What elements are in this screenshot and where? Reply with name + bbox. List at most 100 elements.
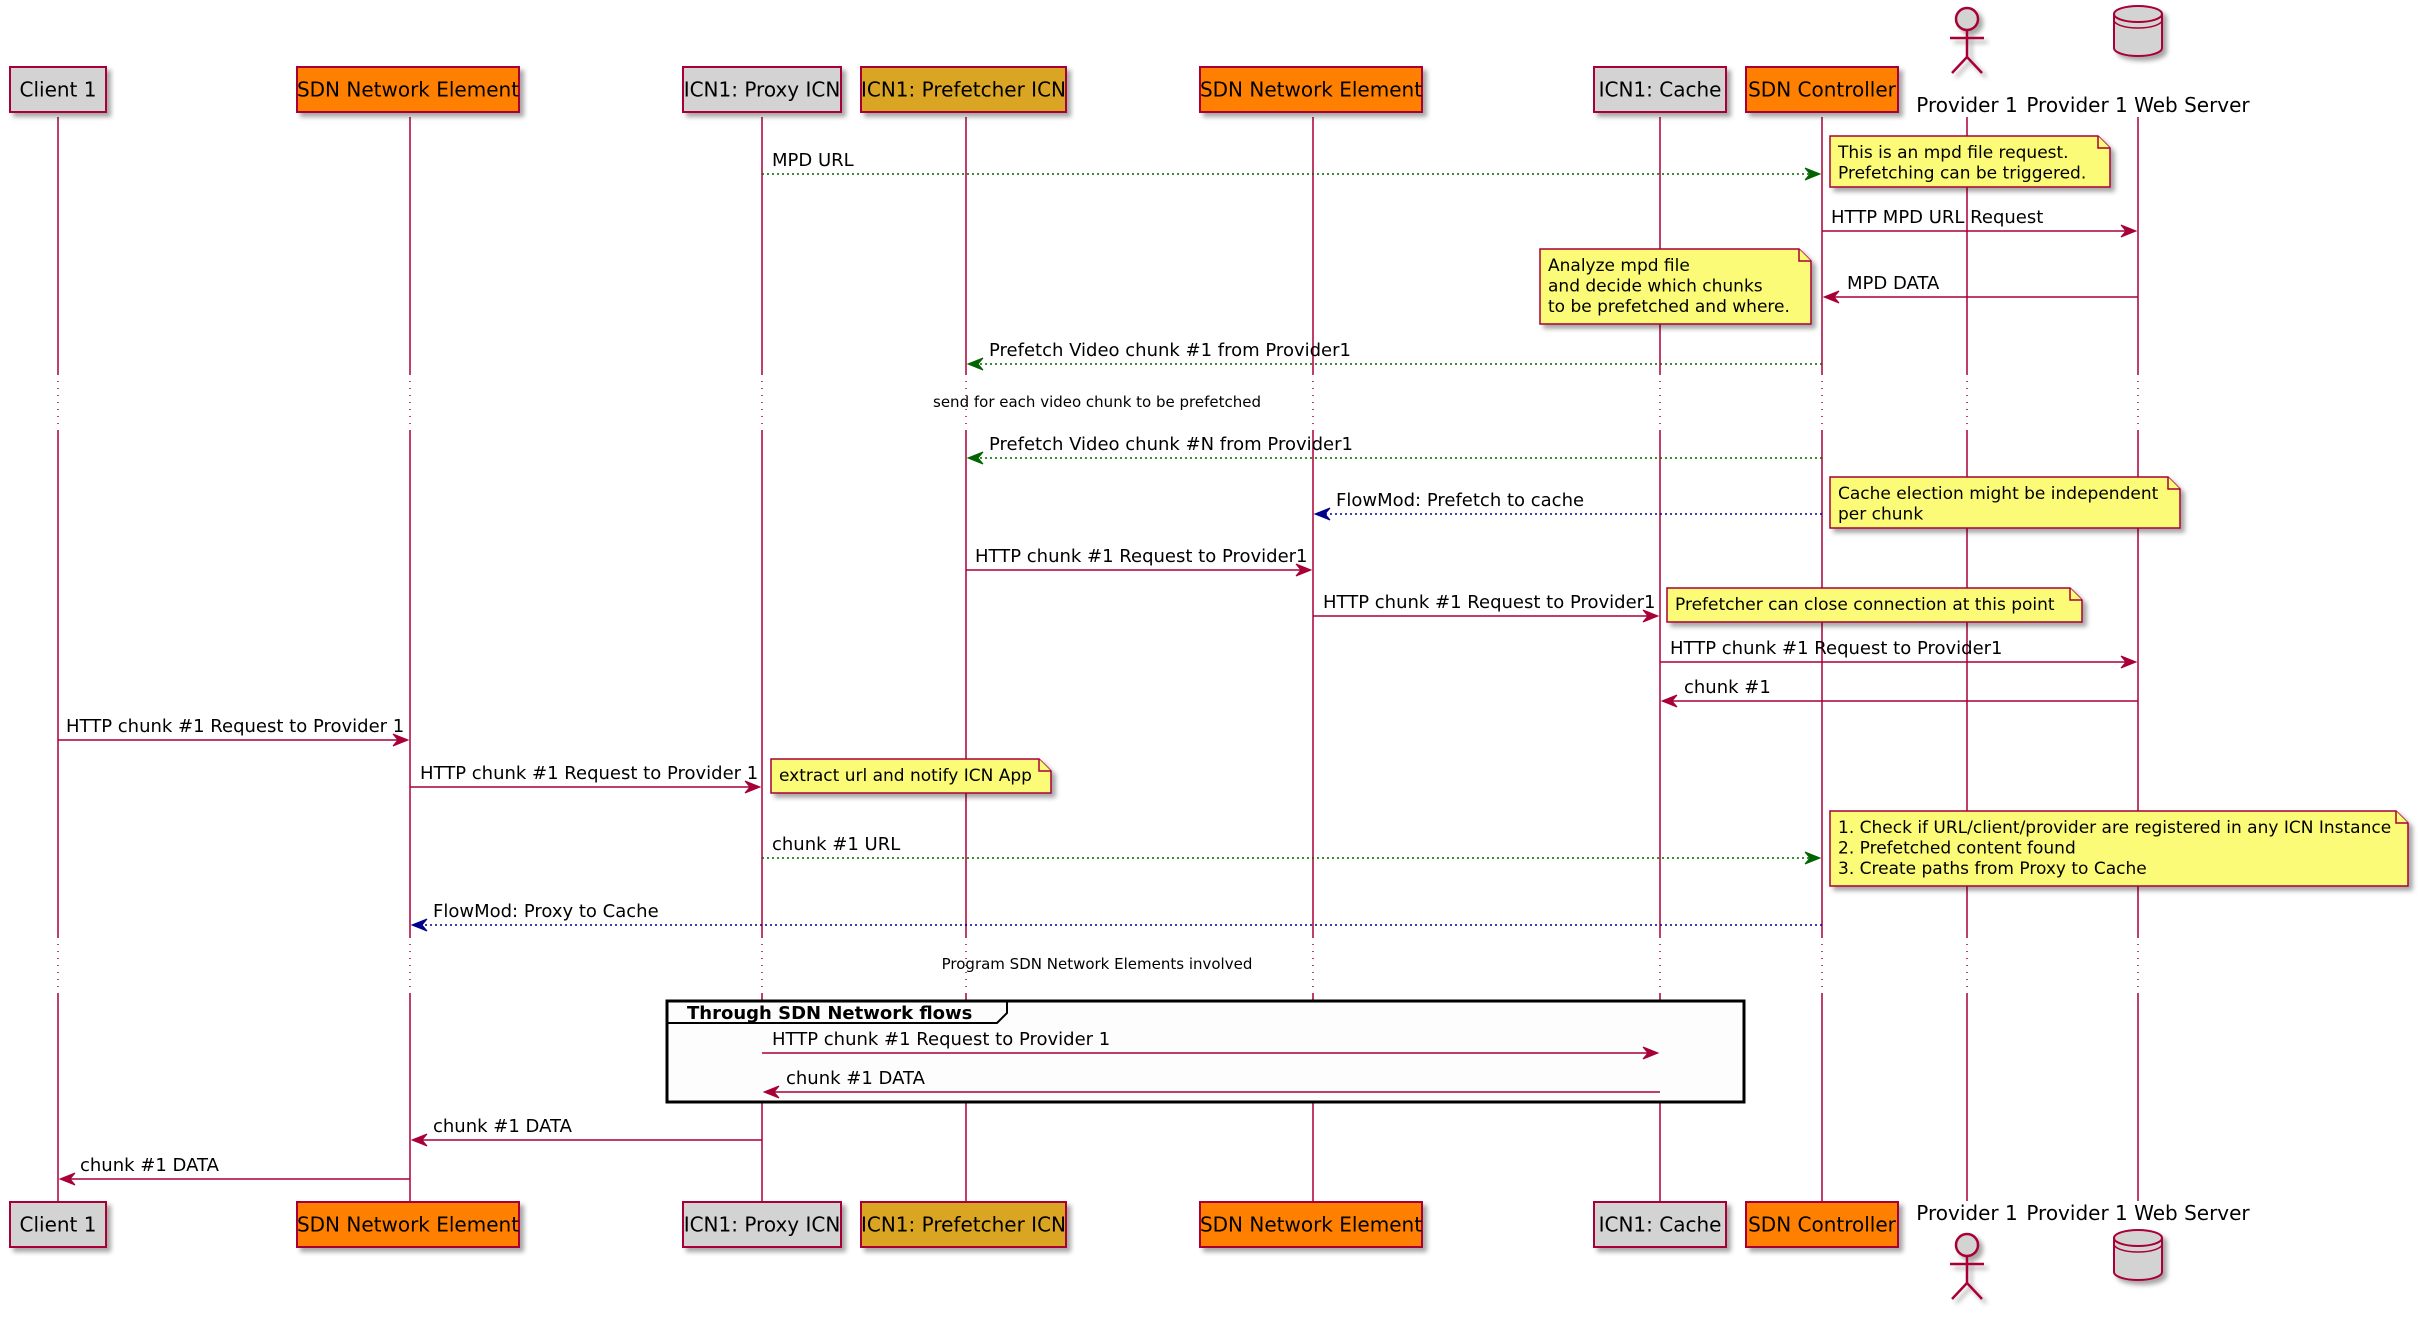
participant-cache-bottom[interactable]: ICN1: Cache bbox=[1593, 1201, 1727, 1248]
participant-provider1-bottom[interactable]: Provider 1 bbox=[1916, 1201, 2018, 1300]
participant-box bbox=[296, 1201, 520, 1248]
message-label: HTTP MPD URL Request bbox=[1831, 207, 2043, 228]
arrow-head-icon bbox=[1642, 1046, 1660, 1060]
message-arrow bbox=[58, 1172, 410, 1186]
group-tab bbox=[667, 1001, 1008, 1024]
note-box bbox=[1829, 135, 2111, 188]
participant-box bbox=[296, 66, 520, 113]
delay-label: send for each video chunk to be prefetch… bbox=[933, 393, 1261, 411]
message-arrow bbox=[410, 918, 1822, 932]
participant-label: Provider 1 bbox=[1916, 1201, 2017, 1225]
participant-sdn1-bottom[interactable]: SDN Network Element bbox=[296, 1201, 520, 1248]
note: This is an mpd file request.Prefetching … bbox=[1829, 135, 2111, 188]
participant-prefetcher-top[interactable]: ICN1: Prefetcher ICN bbox=[860, 66, 1067, 113]
message-label: chunk #1 URL bbox=[772, 834, 900, 855]
participant-label: SDN Network Element bbox=[1200, 1213, 1422, 1237]
note-text: Cache election might be independent bbox=[1838, 484, 2159, 504]
participant-webserver-bottom[interactable]: Provider 1 Web Server bbox=[2026, 1201, 2250, 1281]
message-arrow bbox=[966, 563, 1313, 577]
note-text: per chunk bbox=[1838, 505, 1923, 525]
participant-controller-bottom[interactable]: SDN Controller bbox=[1745, 1201, 1899, 1248]
participant-prefetcher-bottom[interactable]: ICN1: Prefetcher ICN bbox=[860, 1201, 1067, 1248]
note-box bbox=[1829, 810, 2409, 887]
message-arrow bbox=[410, 1133, 762, 1147]
message-arrow bbox=[1822, 224, 2138, 238]
participant-cache-top[interactable]: ICN1: Cache bbox=[1593, 66, 1727, 113]
participant-label: SDN Controller bbox=[1748, 1213, 1897, 1237]
participant-label: ICN1: Proxy ICN bbox=[684, 1213, 841, 1237]
participant-sdn1-top[interactable]: SDN Network Element bbox=[296, 66, 520, 113]
arrow-head-icon bbox=[2120, 655, 2138, 669]
participant-sdn2-top[interactable]: SDN Network Element bbox=[1199, 66, 1423, 113]
arrow-head-icon bbox=[392, 733, 410, 747]
participant-box bbox=[860, 1201, 1067, 1248]
participant-client1-top[interactable]: Client 1 bbox=[9, 66, 107, 113]
message-label: Prefetch Video chunk #N from Provider1 bbox=[989, 434, 1353, 455]
note-fold-icon bbox=[2395, 811, 2408, 824]
note-box bbox=[1666, 587, 2083, 623]
note: extract url and notify ICN App bbox=[770, 758, 1052, 794]
message-arrow bbox=[58, 733, 410, 747]
arrow-head-icon bbox=[762, 1085, 780, 1099]
participant-client1-bottom[interactable]: Client 1 bbox=[9, 1201, 107, 1248]
note: 1. Check if URL/client/provider are regi… bbox=[1829, 810, 2409, 887]
message-arrow bbox=[966, 451, 1822, 465]
note-box bbox=[1829, 476, 2181, 529]
group-frame bbox=[665, 999, 1746, 1104]
participant-box bbox=[9, 66, 107, 113]
message-label: HTTP chunk #1 Request to Provider1 bbox=[975, 546, 1308, 567]
note-text: extract url and notify ICN App bbox=[779, 766, 1032, 786]
participant-box bbox=[682, 66, 842, 113]
message-arrow bbox=[762, 1085, 1660, 1099]
message-label: chunk #1 DATA bbox=[786, 1068, 926, 1089]
participant-label: ICN1: Cache bbox=[1599, 1213, 1722, 1237]
note-fold-icon bbox=[2167, 477, 2180, 490]
arrow-head-icon bbox=[58, 1172, 76, 1186]
arrow-head-icon bbox=[1804, 851, 1822, 865]
message-arrow bbox=[762, 1046, 1660, 1060]
participant-box bbox=[1745, 66, 1899, 113]
message-arrow bbox=[1313, 609, 1660, 623]
message-label: HTTP chunk #1 Request to Provider1 bbox=[1323, 592, 1656, 613]
message-label: chunk #1 bbox=[1684, 677, 1771, 698]
participant-label: Provider 1 Web Server bbox=[2026, 93, 2250, 117]
arrow-head-icon bbox=[744, 780, 762, 794]
arrow-head-icon bbox=[1660, 694, 1678, 708]
participant-provider1-top[interactable]: Provider 1 bbox=[1916, 6, 2018, 117]
note-fold-icon bbox=[2097, 136, 2110, 149]
participant-label: Client 1 bbox=[20, 78, 97, 102]
note-text: and decide which chunks bbox=[1548, 277, 1763, 297]
arrow-head-icon bbox=[1642, 609, 1660, 623]
message-arrow bbox=[1660, 655, 2138, 669]
participant-box bbox=[860, 66, 1067, 113]
note-text: to be prefetched and where. bbox=[1548, 297, 1790, 317]
note-fold-icon bbox=[2069, 588, 2082, 601]
participant-proxy-bottom[interactable]: ICN1: Proxy ICN bbox=[682, 1201, 842, 1248]
participant-box bbox=[9, 1201, 107, 1248]
participant-label: SDN Controller bbox=[1748, 78, 1897, 102]
message-arrow bbox=[1822, 290, 2138, 304]
message-label: FlowMod: Proxy to Cache bbox=[433, 901, 659, 922]
participant-label: Provider 1 bbox=[1916, 93, 2017, 117]
arrow-head-icon bbox=[966, 357, 984, 371]
note-text: 2. Prefetched content found bbox=[1838, 839, 2076, 859]
participant-label: SDN Network Element bbox=[297, 78, 519, 102]
participant-sdn2-bottom[interactable]: SDN Network Element bbox=[1199, 1201, 1423, 1248]
message-label: HTTP chunk #1 Request to Provider 1 bbox=[772, 1029, 1110, 1050]
participant-controller-top[interactable]: SDN Controller bbox=[1745, 66, 1899, 113]
note-text: 1. Check if URL/client/provider are regi… bbox=[1838, 818, 2391, 838]
actor-icon bbox=[1950, 1232, 1984, 1300]
message-arrow bbox=[966, 357, 1822, 371]
group-title: Through SDN Network flows bbox=[687, 1003, 972, 1024]
participant-label: SDN Network Element bbox=[1200, 78, 1422, 102]
participant-proxy-top[interactable]: ICN1: Proxy ICN bbox=[682, 66, 842, 113]
arrow-head-icon bbox=[1822, 290, 1840, 304]
participant-label: Client 1 bbox=[20, 1213, 97, 1237]
participant-webserver-top[interactable]: Provider 1 Web Server bbox=[2026, 5, 2250, 117]
message-arrow bbox=[1313, 507, 1822, 521]
arrow-head-icon bbox=[410, 1133, 428, 1147]
participant-label: SDN Network Element bbox=[297, 1213, 519, 1237]
